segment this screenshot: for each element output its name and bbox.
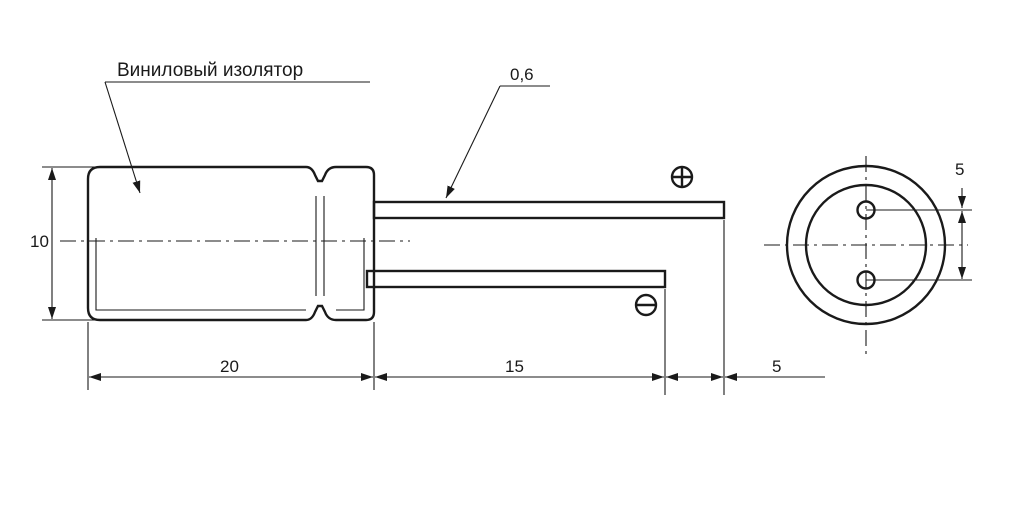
negative-lead <box>365 269 667 289</box>
diameter-label: 10 <box>30 232 49 251</box>
lead-diameter-leader <box>445 85 550 199</box>
extension-lines <box>87 220 725 395</box>
lead-diameter-label: 0,6 <box>510 65 534 84</box>
end-view <box>764 156 972 354</box>
minus-symbol <box>634 293 658 317</box>
body-length-label: 20 <box>220 357 239 376</box>
lead-length-label: 15 <box>505 357 524 376</box>
plus-symbol <box>670 165 694 189</box>
lead-difference-label: 5 <box>772 357 781 376</box>
insulator-label: Виниловый изолятор <box>117 60 303 81</box>
lead-spacing-label: 5 <box>955 160 964 179</box>
positive-lead <box>372 200 726 220</box>
insulator-leader <box>104 81 370 194</box>
diameter-dimension <box>42 166 100 321</box>
capacitor-body <box>86 165 376 322</box>
